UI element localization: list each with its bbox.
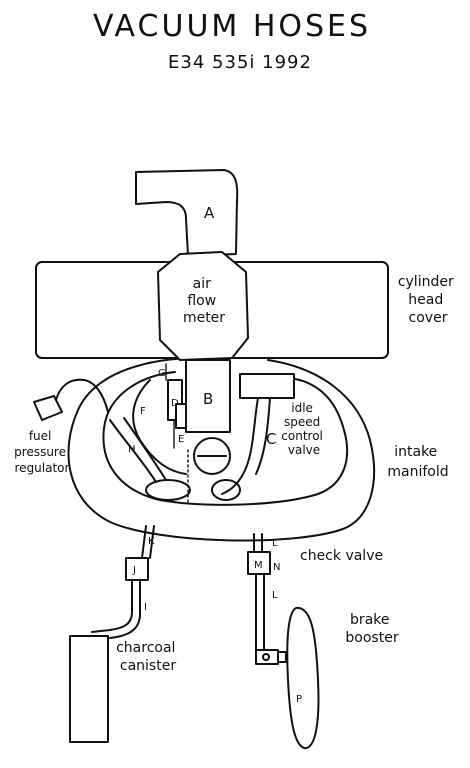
hose-label-i: I (144, 602, 147, 613)
air-flow-meter (157, 251, 249, 361)
hose-label-b: B (203, 390, 213, 408)
hose-label-l-upper: L (272, 538, 278, 549)
hose-k (141, 525, 147, 559)
fuel-pressure-regulator-hose (55, 378, 109, 413)
hose-label-l-lower: L (272, 590, 278, 601)
hose-label-j: J (132, 565, 136, 576)
hose-label-a: A (204, 204, 215, 222)
hose-label-p: P (296, 694, 302, 705)
hose-a (135, 169, 239, 257)
charcoal-canister-label: charcoal canister (116, 640, 180, 674)
hose-h (109, 419, 157, 483)
hose-i (91, 579, 133, 633)
idle-speed-control-valve-label: idle speed control valve (281, 401, 326, 457)
hose-label-d: D (171, 398, 179, 409)
intake-manifold-outer (67, 356, 376, 542)
hose-label-c: C (266, 430, 276, 448)
hose-label-g: G (158, 368, 166, 379)
hose-label-h: H (128, 444, 136, 455)
diagram-subtitle: E34 535i 1992 (168, 52, 312, 73)
hose-label-k: K (148, 536, 155, 547)
fuel-pressure-regulator (33, 395, 63, 421)
brake-booster-label: brake booster (345, 612, 398, 646)
hose-e-fitting (175, 403, 187, 429)
air-flow-meter-label: air flow meter (183, 276, 225, 326)
hose-label-m: M (254, 560, 263, 571)
hose-b (185, 359, 231, 433)
check-valve-label: check valve (300, 548, 383, 564)
fuel-pressure-regulator-label: fuel pressure regulator (14, 429, 70, 475)
intake-manifold-inner (102, 371, 349, 506)
hose-label-f: F (140, 406, 146, 417)
charcoal-canister (69, 635, 109, 743)
check-valve-m (247, 551, 271, 575)
cylinder-head-cover-label: cylinder head cover (398, 274, 458, 326)
hose-j (125, 557, 149, 581)
hose-label-o: O (262, 653, 270, 664)
hose-label-e: E (178, 434, 184, 445)
hose-c (221, 397, 259, 495)
intake-manifold-label: intake manifold (387, 444, 448, 480)
diagram-title: VACUUM HOSES (93, 9, 371, 44)
brake-booster (286, 606, 320, 750)
hose-label-n: N (273, 562, 280, 573)
idle-speed-control-valve-body (239, 373, 295, 399)
